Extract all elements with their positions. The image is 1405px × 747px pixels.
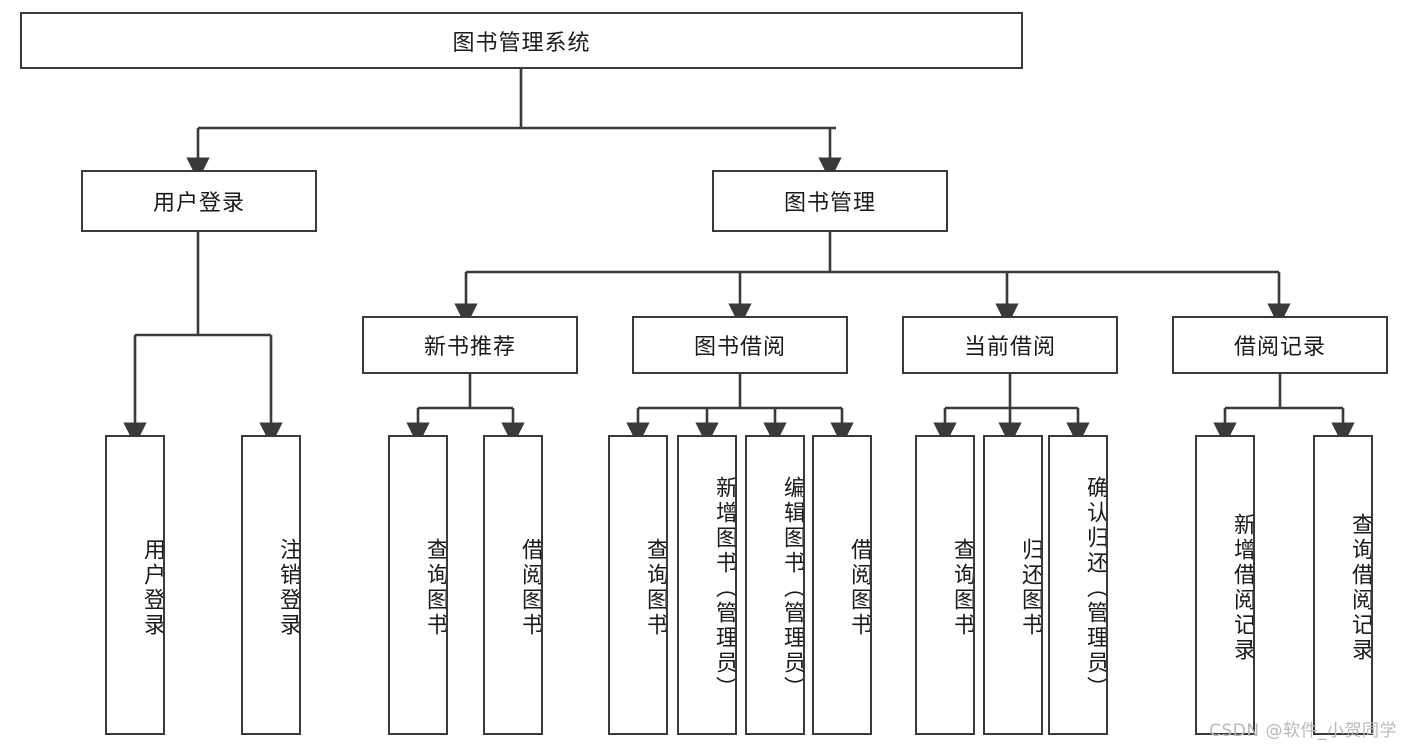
leaf-current-borrow-query[interactable]: 查询图书: [915, 435, 975, 735]
leaf-borrow-record-query[interactable]: 查询借阅记录: [1313, 435, 1373, 735]
leaf-label: 归还图书: [1018, 538, 1043, 638]
node-new-book-recommend[interactable]: 新书推荐: [362, 316, 578, 374]
leaf-new-book-query[interactable]: 查询图书: [388, 435, 448, 735]
node-book-borrow-label: 图书借阅: [693, 335, 786, 360]
leaf-label: 新增借阅记录: [1230, 513, 1255, 663]
leaf-current-borrow-return[interactable]: 归还图书: [983, 435, 1043, 735]
leaf-label: 查询借阅记录: [1348, 513, 1373, 663]
leaf-label: 新增图书（管理员）: [712, 475, 737, 701]
leaf-label: 借阅图书: [518, 538, 543, 638]
node-book-borrow[interactable]: 图书借阅: [632, 316, 848, 374]
leaf-book-borrow-query[interactable]: 查询图书: [608, 435, 668, 735]
node-borrow-record[interactable]: 借阅记录: [1172, 316, 1388, 374]
csdn-watermark: CSDN @软件_小贺同学: [1209, 721, 1397, 741]
node-book-management[interactable]: 图书管理: [712, 170, 948, 232]
leaf-label: 编辑图书（管理员）: [780, 475, 805, 701]
leaf-label: 注销登录: [276, 538, 301, 638]
leaf-book-borrow-add[interactable]: 新增图书（管理员）: [677, 435, 737, 735]
node-current-borrow-label: 当前借阅: [963, 335, 1056, 360]
leaf-label: 确认归还（管理员）: [1083, 475, 1108, 701]
leaf-label: 借阅图书: [847, 538, 872, 638]
node-root[interactable]: 图书管理系统: [20, 12, 1023, 69]
node-root-label: 图书管理系统: [452, 30, 591, 56]
leaf-label: 查询图书: [643, 538, 668, 638]
leaf-borrow-record-add[interactable]: 新增借阅记录: [1195, 435, 1255, 735]
leaf-current-borrow-confirm[interactable]: 确认归还（管理员）: [1048, 435, 1108, 735]
node-user-login-label: 用户登录: [152, 191, 245, 216]
node-borrow-record-label: 借阅记录: [1233, 335, 1326, 360]
leaf-label: 用户登录: [140, 538, 165, 638]
node-user-login[interactable]: 用户登录: [81, 170, 317, 232]
leaf-new-book-borrow[interactable]: 借阅图书: [483, 435, 543, 735]
leaf-book-borrow-borrow[interactable]: 借阅图书: [812, 435, 872, 735]
leaf-book-borrow-edit[interactable]: 编辑图书（管理员）: [745, 435, 805, 735]
node-new-book-recommend-label: 新书推荐: [423, 335, 516, 360]
leaf-label: 查询图书: [950, 538, 975, 638]
leaf-user-login-login[interactable]: 用户登录: [105, 435, 165, 735]
leaf-user-login-logout[interactable]: 注销登录: [241, 435, 301, 735]
leaf-label: 查询图书: [423, 538, 448, 638]
node-book-management-label: 图书管理: [783, 191, 876, 216]
node-current-borrow[interactable]: 当前借阅: [902, 316, 1118, 374]
